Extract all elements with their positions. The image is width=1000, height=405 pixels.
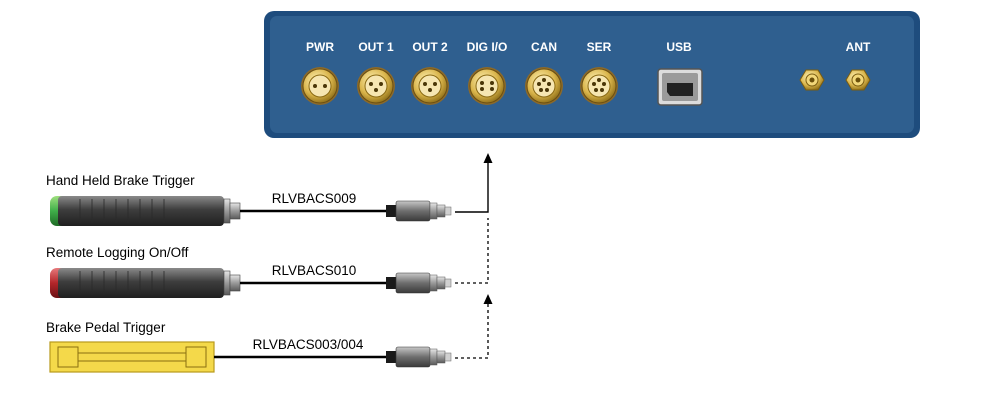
port-pin	[490, 87, 494, 91]
port-pin	[374, 88, 378, 92]
port-pin	[323, 84, 327, 88]
port-face	[587, 74, 611, 98]
antenna-ports: ANT	[799, 40, 871, 91]
port-pin	[423, 82, 427, 86]
port-dig-i-o[interactable]: DIG I/O	[467, 40, 508, 105]
trigger-handle-icon[interactable]	[50, 196, 241, 226]
usb-b-icon	[667, 83, 693, 96]
cable-plug-icon[interactable]	[386, 346, 452, 368]
ant-connector-1[interactable]	[799, 69, 825, 91]
port-face	[418, 74, 442, 98]
arrow-up-icon	[483, 153, 493, 163]
port-pin	[313, 84, 317, 88]
port-can[interactable]: CAN	[525, 40, 563, 105]
switch-handle-icon[interactable]	[50, 268, 241, 298]
cable-part-number: RLVBACS009	[272, 191, 357, 206]
ant-connector-2[interactable]	[845, 69, 871, 91]
dashed-route-line-2	[455, 303, 489, 359]
cable-plug-icon[interactable]	[386, 200, 452, 222]
port-pin	[480, 87, 484, 91]
port-ser[interactable]: SER	[580, 40, 618, 105]
port-label: DIG I/O	[467, 40, 508, 54]
port-pin	[597, 78, 601, 82]
ant-label: ANT	[846, 40, 871, 54]
port-pin	[480, 81, 484, 85]
port-pin	[490, 81, 494, 85]
port-pin	[379, 82, 383, 86]
port-pin	[594, 88, 598, 92]
port-pin	[537, 82, 541, 86]
port-pin	[428, 88, 432, 92]
cable-plug-icon[interactable]	[386, 272, 452, 294]
device-label: Hand Held Brake Trigger	[46, 173, 195, 188]
port-pin	[542, 78, 546, 82]
device-label: Remote Logging On/Off	[46, 245, 189, 260]
port-out-1[interactable]: OUT 1	[357, 40, 395, 105]
signal-routing	[455, 153, 493, 359]
dashed-route-line-1	[455, 218, 489, 284]
port-out-2[interactable]: OUT 2	[411, 40, 449, 105]
cable-part-number: RLVBACS003/004	[253, 337, 364, 352]
usb-label: USB	[666, 40, 692, 54]
cable-part-number: RLVBACS010	[272, 263, 357, 278]
port-label: PWR	[306, 40, 334, 54]
port-face	[475, 74, 499, 98]
device-label: Brake Pedal Trigger	[46, 320, 166, 335]
brake-pedal-trigger: Brake Pedal Trigger RLVBACS003/004	[46, 320, 452, 373]
port-face	[532, 74, 556, 98]
remote-logging-switch: Remote Logging On/Off RLVBACS010	[46, 245, 452, 298]
port-pin	[539, 88, 543, 92]
port-face	[308, 74, 332, 98]
solid-route-line	[455, 162, 489, 213]
port-pin	[592, 82, 596, 86]
port-pin	[433, 82, 437, 86]
port-face	[364, 74, 388, 98]
port-row: PWR OUT 1 OUT 2 DIG I/O CAN SER	[301, 40, 618, 105]
port-pin	[545, 88, 549, 92]
port-label: OUT 1	[358, 40, 394, 54]
port-label: OUT 2	[412, 40, 448, 54]
arrow-up-icon-2	[483, 294, 493, 304]
port-pwr[interactable]: PWR	[301, 40, 339, 105]
usb-port[interactable]: USB	[657, 40, 703, 106]
port-pin	[547, 82, 551, 86]
port-pin	[369, 82, 373, 86]
port-pin	[600, 88, 604, 92]
pedal-sensor-icon[interactable]	[49, 341, 215, 373]
hand-held-brake-trigger: Hand Held Brake Trigger RLVBACS009	[46, 173, 452, 226]
port-pin	[602, 82, 606, 86]
port-label: SER	[587, 40, 612, 54]
port-label: CAN	[531, 40, 557, 54]
